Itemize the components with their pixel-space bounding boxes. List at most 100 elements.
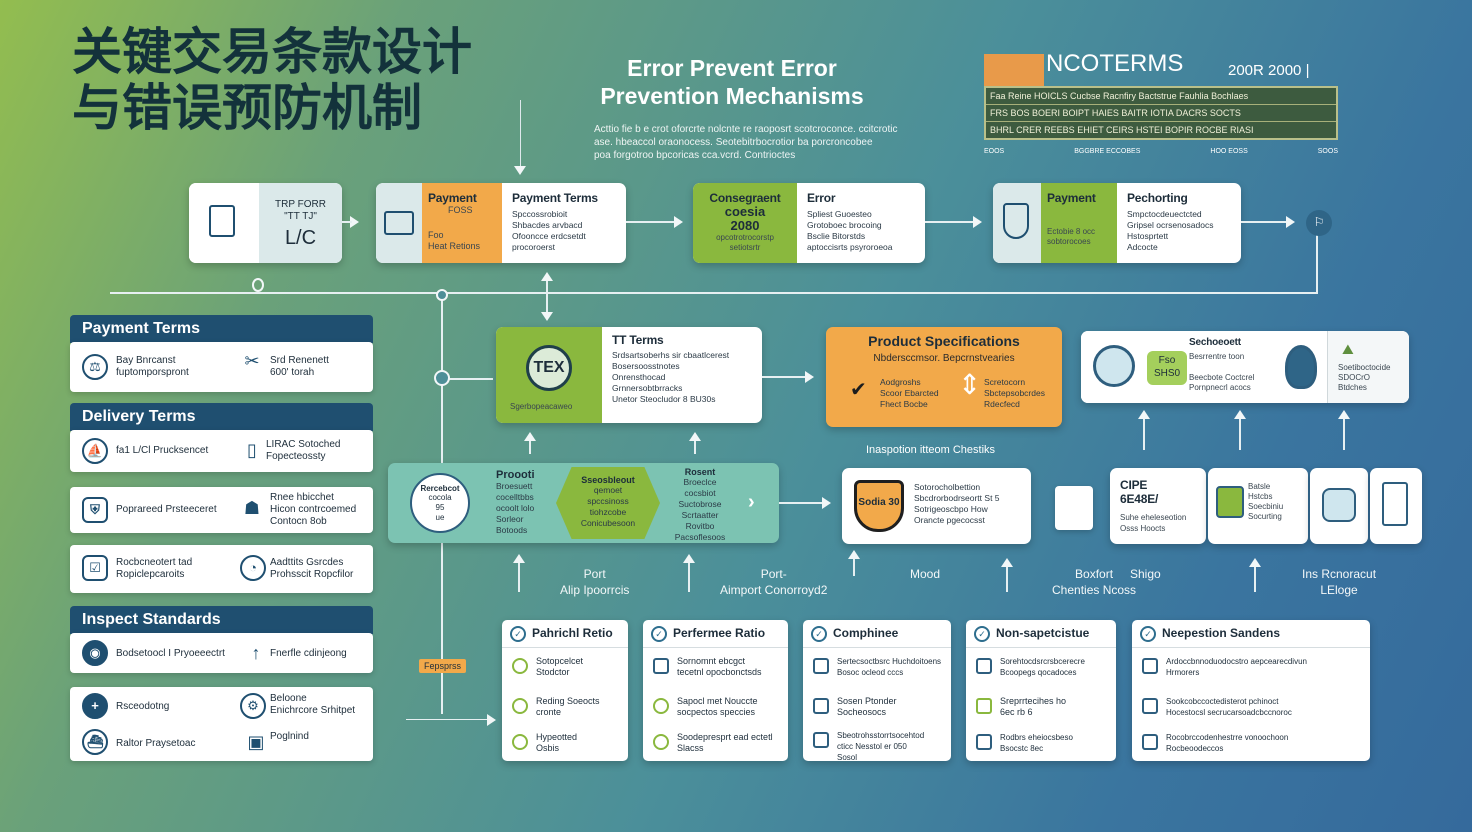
bottom-card-item: Sosen Ptonder Socheosocs [803,696,951,718]
shigo-label: Shigo [1130,567,1161,581]
inspect-row-right: Fnerfle cdinjeong [270,648,347,659]
inspection-standards-card[interactable]: Neepestion Sandens ✓ Ardoccbnnoduodocstr… [1132,620,1370,761]
compliance-card[interactable]: Comphinee ✓ Sertecsoctbsrc Huchdoitoens … [803,620,951,762]
reporting-bullet: Gripsel ocrsenosadocs [1127,220,1214,230]
inspect-row-right: Beloone Enichrcore Srhitpet [270,693,356,716]
inspect-standards-header: Inspect Standards [70,606,373,634]
error-bullet: Bsclie Bitorstds [807,231,866,241]
tt-title: TT Terms [612,333,664,347]
connector-line [406,719,488,720]
stack-icon [1142,658,1158,674]
product-specifications-card[interactable]: Product Specifications Nbdersccmsor. Bep… [826,327,1062,427]
leaf-icon [653,698,669,714]
delivery-row-left: fa1 L/Cl Prucksencet [116,445,209,456]
arrow-down [514,166,526,175]
connector-line [779,502,823,504]
tt-bullets-area: TT Terms Srdsartsoberhs sir cbaatlcerest… [602,327,762,423]
bottom-card-item: Ardoccbnnoduodocstro aepcearecdivun Hrmo… [1132,656,1370,678]
subtitle: Acttio fie b e crot oforcrte nolcnte re … [594,123,954,162]
payment-left-foot: Foo Heat Retions [428,230,481,251]
performance-ratio-card[interactable]: Perfermee Ratio ✓ Sornomnt ebcgct tecetn… [643,620,788,761]
ship-icon[interactable]: ⛴ [82,729,108,755]
connector-line [342,221,352,223]
bottom-card-item: Sreprrtecihes ho 6ec rb 6 [966,696,1116,718]
inspect-row[interactable]: ◉ Bodsetoocl I Pryoeeectrt ↑ Fnerfle cdi… [70,633,373,673]
arrow-right [822,497,831,509]
leaf-icon [512,698,528,714]
scientific-mid-badge: Fso SHS0 [1147,351,1187,385]
product-left-column: Proooti Broesuett cocelltbbs ocoolt lolo… [496,469,535,536]
double-arrow-icon: ⇕ [958,369,982,400]
tt-green-area: TEX Sgerbopeacaweo [496,327,602,423]
inspection-bullets: Sotorocholbettion Sbcdrorbodrseortt St 5… [914,482,1000,526]
error-card[interactable]: Consegraent coesia 2080 opcotrotrocorstp… [693,183,925,263]
physical-ratio-card[interactable]: Pahrichl Retio ✓ Sotopcelcet Stodctor Re… [502,620,628,761]
bottom-card-item-text: Sookcobccoctedisterot pchinoct Hocestocs… [1166,697,1292,717]
connector-line [1343,418,1345,450]
subtitle-line: ase. hbeaccol oraonocess. Seotebitrbocro… [594,137,873,148]
spec-right-item: Rdecfecd [984,399,1020,409]
arrow-up [689,432,701,441]
connector-line [518,562,520,592]
leaf-icon [512,658,528,674]
payment-terms-card[interactable]: Payment FOSS Foo Heat Retions Payment Te… [376,183,626,263]
cipe-tool-card[interactable] [1370,468,1422,544]
payment-bullet: Ofooncce erdcsetdt [512,231,586,241]
worker-icon: ☗ [243,498,261,518]
upload-icon: ↑ [251,643,261,663]
check-circle-icon: ✓ [510,626,526,642]
product-mid-item: tiohzcobe [589,507,627,517]
product-mid-item: spccsinoss [587,496,629,506]
payment2-foot: Ectobie 8 occ sobtorocoes [1047,227,1096,246]
payment-row-left: Bay Bnrcanst fuptomporspront [116,355,189,378]
delivery-row[interactable]: ☑ Rocbcneotert tad Ropiclepcaroits ◔ Aad… [70,545,373,593]
reporting-bullet: Hstosprtett [1127,231,1169,241]
inspect-circle-icon: ◉ [82,640,108,666]
payment-left-title: Payment [428,191,477,205]
scientific-card[interactable]: Fso SHS0 Sechoeoett Besrrentre toon Beec… [1081,331,1409,403]
payment-terms-row[interactable]: ⚖ Bay Bnrcanst fuptomporspront ✂ Srd Ren… [70,342,373,392]
bottom-card-item: Sornomnt ebcgct tecetnl opocbonctsds [643,656,788,678]
product-block[interactable]: Rercebcot cocola 95 ue Proooti Broesuett… [388,463,779,543]
product-left-item: Botoods [496,525,528,535]
product-right-item: cocsbiot [684,488,716,498]
cipe-icon-card[interactable] [1310,468,1368,544]
payment-bullet: Shbacdes arvbacd [512,220,583,230]
delivery-row[interactable]: ⛨ Poprareed Prsteeceret ☗ Rnee hbicchet … [70,487,373,533]
connector-line [853,558,855,576]
bottom-card-item: Sorehtocdsrcrsbcerecre Bcoopegs qocadoce… [966,656,1116,678]
tt-terms-card[interactable]: TEX Sgerbopeacaweo TT Terms Srdsartsober… [496,327,762,423]
plus-icon[interactable]: + [82,693,108,719]
arrow-up [1234,410,1246,419]
inspection-bullet: Sotrigeoscbpo How [914,504,988,514]
subtitle-line: Acttio fie b e crot oforcrte nolcnte re … [594,124,898,135]
payment-reporting-card[interactable]: Payment Ectobie 8 occ sobtorocoes Pechor… [993,183,1241,263]
product-circle: Rercebcot cocola 95 ue [410,473,470,533]
settings-icon[interactable]: ⚙ [240,693,266,719]
arrow-up [513,554,525,563]
cipe-card[interactable]: CIPE 6E48E/ Suhe eheleseotion Osss Hooct… [1110,468,1206,544]
non-specification-card[interactable]: Non-sapetcistue ✓ Sorehtocdsrcrsbcerecre… [966,620,1116,761]
battery-icon [976,698,992,714]
lock-icon [653,658,669,674]
inspection-bullet: Sotorocholbettion [914,482,981,492]
arrow-up [1001,558,1013,567]
stack-icon [1142,734,1158,750]
connector-line [1316,232,1318,294]
error-title: Error [807,191,836,205]
arrow-up [1249,558,1261,567]
payment-icon-area [376,183,422,263]
inspection-card[interactable]: Sodia 30 Sotorocholbettion Sbcdrorbodrse… [842,468,1031,544]
delivery-row[interactable]: ⛵ fa1 L/Cl Prucksencet ▯ LIRAC Sotoched … [70,430,373,472]
box-machine-icon [1055,486,1093,530]
bottom-card-title: Neepestion Sandens [1132,620,1370,648]
incoterms-footer-item: EOOS [984,148,1005,155]
product-left-item: Broesuett [496,481,533,491]
tt-badge-sub: Sgerbopeacaweo [510,402,573,411]
payment-bullets-area: Payment Terms Spccossrobioit Shbacdes ar… [502,183,626,263]
payment-bullet: Spccossrobioit [512,209,568,219]
cipe-detail-card[interactable]: Batsle Hstcbs Soecbiniu Socurting [1208,468,1308,544]
box-icon[interactable]: ▣ [247,732,265,752]
lc-card[interactable]: TRP FORR "TT TJ" L/C [189,183,342,263]
chinese-title-line-2: 与错误预防机制 [72,79,422,137]
